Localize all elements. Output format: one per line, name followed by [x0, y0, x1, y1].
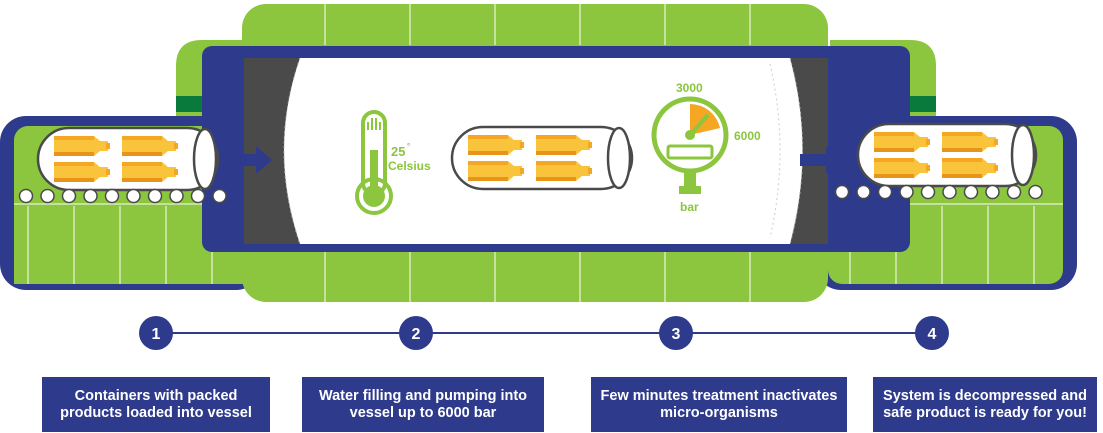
thermometer-icon: 25 ° Celsius	[355, 110, 431, 215]
step-number: 4	[928, 326, 937, 343]
temperature-value: 25	[391, 144, 405, 159]
bottle-icon	[468, 135, 524, 155]
arrow-out	[800, 146, 842, 174]
bottle-icon	[536, 161, 592, 181]
bottle-icon	[54, 136, 110, 156]
right-capsule	[856, 122, 1038, 188]
arrow-in	[230, 146, 272, 174]
temperature-unit: Celsius	[388, 159, 431, 173]
step-4-marker: 4	[915, 316, 949, 350]
bottle-icon	[874, 132, 930, 152]
pressure-gauge-icon: 3000 6000 bar	[651, 81, 761, 214]
gauge-unit: bar	[680, 200, 699, 214]
bottle-icon	[942, 132, 998, 152]
right-rollers	[834, 184, 1043, 200]
center-capsule	[450, 125, 634, 191]
bottle-icon	[942, 158, 998, 178]
step-number: 2	[412, 326, 421, 343]
gauge-label-3000: 3000	[676, 81, 703, 95]
bottle-icon	[122, 136, 178, 156]
left-capsule	[36, 126, 220, 192]
step-number: 3	[672, 326, 681, 343]
bottle-icon	[536, 135, 592, 155]
step-3-marker: 3	[659, 316, 693, 350]
gauge-label-6000: 6000	[734, 129, 761, 143]
bottle-icon	[468, 161, 524, 181]
left-rollers	[18, 188, 227, 204]
bottle-icon	[122, 162, 178, 182]
step-2-marker: 2	[399, 316, 433, 350]
step-number: 1	[152, 326, 161, 343]
bottle-icon	[874, 158, 930, 178]
bottle-icon	[54, 162, 110, 182]
step-1-marker: 1	[139, 316, 173, 350]
svg-text:°: °	[407, 142, 410, 151]
